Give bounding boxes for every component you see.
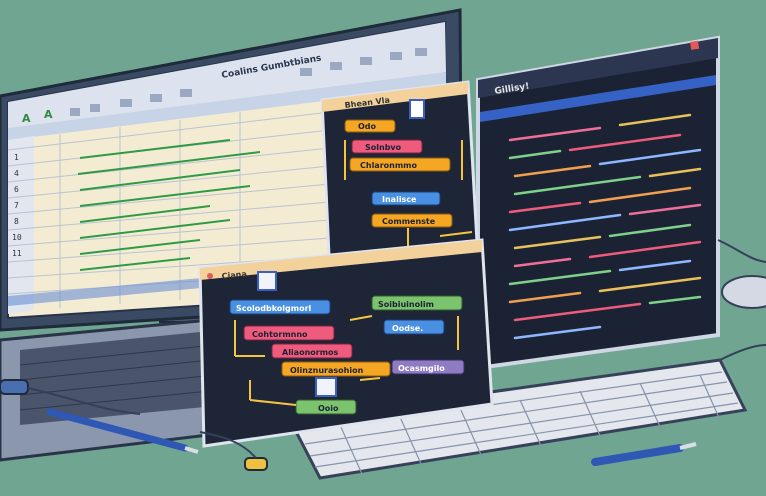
flow-node-ooio[interactable]: Ooio xyxy=(295,399,357,415)
svg-text:6: 6 xyxy=(14,185,19,194)
flow-node-oodse[interactable]: Oodse. xyxy=(383,319,445,335)
code-lines xyxy=(508,113,702,340)
flow-node-cohtormnno[interactable]: Cohtormnno xyxy=(243,325,335,341)
svg-text:Ocasmgilo: Ocasmgilo xyxy=(398,364,445,373)
desk-props xyxy=(0,239,766,471)
flow-node-chlaronmmo[interactable]: Chlaronmmo xyxy=(349,157,451,172)
row-numbers: 1 4 6 7 8 10 11 xyxy=(12,153,22,258)
svg-text:8: 8 xyxy=(14,217,19,226)
flow-node-aliaonormos[interactable]: Aliaonormos xyxy=(271,343,353,359)
svg-text:Aliaonormos: Aliaonormos xyxy=(282,348,339,357)
spreadsheet-formulas xyxy=(77,139,261,271)
svg-text:Chlaronmmo: Chlaronmmo xyxy=(360,161,418,170)
flow-window-front-title: Ciana xyxy=(221,269,247,281)
usb-plug-icon xyxy=(0,379,29,395)
svg-text:Olinznurasohion: Olinznurasohion xyxy=(290,366,364,375)
usb-plug-icon xyxy=(244,457,268,471)
svg-text:Inalisce: Inalisce xyxy=(382,195,417,204)
flow-node-ocasmgilo[interactable]: Ocasmgilo xyxy=(391,359,465,375)
svg-text:4: 4 xyxy=(14,169,19,178)
svg-text:Scolodbkolgmorl: Scolodbkolgmorl xyxy=(236,304,312,313)
pen-icon xyxy=(46,408,199,454)
flow-window-front: Ciana Scolodbkolgmorl Cohtormnno Aliaono… xyxy=(198,238,494,448)
svg-text:Odo: Odo xyxy=(358,122,377,131)
ribbon-buttons[interactable] xyxy=(70,48,427,116)
flow-window-front-titlebar xyxy=(200,240,482,280)
flow-node-odo[interactable]: Odo xyxy=(344,119,396,133)
svg-text:11: 11 xyxy=(12,249,22,258)
flow-node-solnbvo[interactable]: Solnbvo xyxy=(351,139,423,154)
svg-text:Ooio: Ooio xyxy=(318,404,339,413)
spreadsheet-ribbon xyxy=(8,22,446,128)
flow-arrows-back xyxy=(344,140,473,246)
svg-text:Cohtormnno: Cohtormnno xyxy=(252,330,308,339)
flow-node-scolodbkolgmorl[interactable]: Scolodbkolgmorl xyxy=(229,299,331,315)
font-size-button[interactable]: A xyxy=(44,108,53,121)
code-window: Gillisy! xyxy=(476,35,720,371)
keyboard[interactable] xyxy=(287,358,748,480)
document-icon xyxy=(409,99,425,119)
svg-text:Oodse.: Oodse. xyxy=(392,324,423,333)
script-icon xyxy=(315,377,337,397)
flow-window-back-titlebar xyxy=(322,82,468,112)
svg-text:1: 1 xyxy=(14,153,19,162)
laptop-keyboard[interactable] xyxy=(20,332,225,425)
svg-text:10: 10 xyxy=(12,233,22,242)
keyboard-body xyxy=(287,358,748,480)
font-color-button[interactable]: A xyxy=(22,112,31,125)
app-icon xyxy=(257,271,277,291)
close-icon[interactable] xyxy=(690,40,700,50)
mouse-icon xyxy=(721,275,766,309)
spreadsheet-grid xyxy=(7,111,331,308)
flow-node-inalisce[interactable]: Inalisce xyxy=(371,191,441,206)
svg-text:Commenste: Commenste xyxy=(382,217,436,226)
svg-text:7: 7 xyxy=(14,201,19,210)
flow-arrows-front xyxy=(234,315,459,406)
flow-node-soibiuinolim[interactable]: Soibiuinolim xyxy=(371,295,463,311)
code-window-titlebar xyxy=(478,38,718,98)
svg-text:Soibiuinolim: Soibiuinolim xyxy=(378,300,434,309)
flow-node-commenste[interactable]: Commenste xyxy=(371,213,453,228)
flow-node-olinznurasohion[interactable]: Olinznurasohion xyxy=(281,361,391,377)
pen-icon xyxy=(591,442,697,466)
row-header-column xyxy=(8,136,34,314)
code-tab-bar[interactable] xyxy=(480,75,716,122)
svg-text:Solnbvo: Solnbvo xyxy=(365,143,402,152)
cables xyxy=(27,239,766,459)
flow-window-front-frame xyxy=(198,238,494,448)
window-close-icon[interactable] xyxy=(207,273,213,279)
